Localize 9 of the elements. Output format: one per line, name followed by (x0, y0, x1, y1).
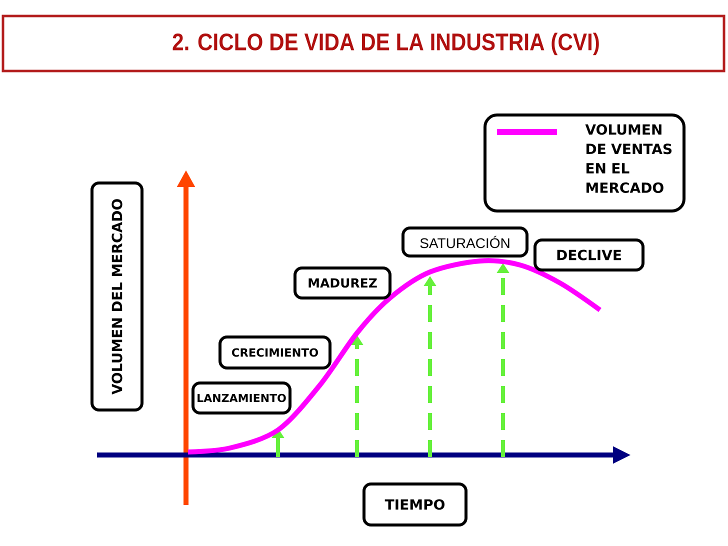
legend-box: VOLUMEN DE VENTAS EN EL MERCADO (484, 114, 686, 212)
stage-box: SATURACIÓN (402, 226, 528, 258)
axis-label-box: VOLUMEN DEL MERCADO (90, 182, 144, 412)
stage-box: CRECIMIENTO (218, 336, 332, 370)
stage-box: DECLIVE (534, 238, 644, 272)
stage-box: MADUREZ (294, 266, 392, 300)
title-banner: 2. CICLO DE VIDA DE LA INDUSTRIA (CVI) (2, 14, 726, 72)
stage-box: LANZAMIENTO (192, 382, 292, 414)
axis-label-box: TIEMPO (362, 482, 468, 526)
